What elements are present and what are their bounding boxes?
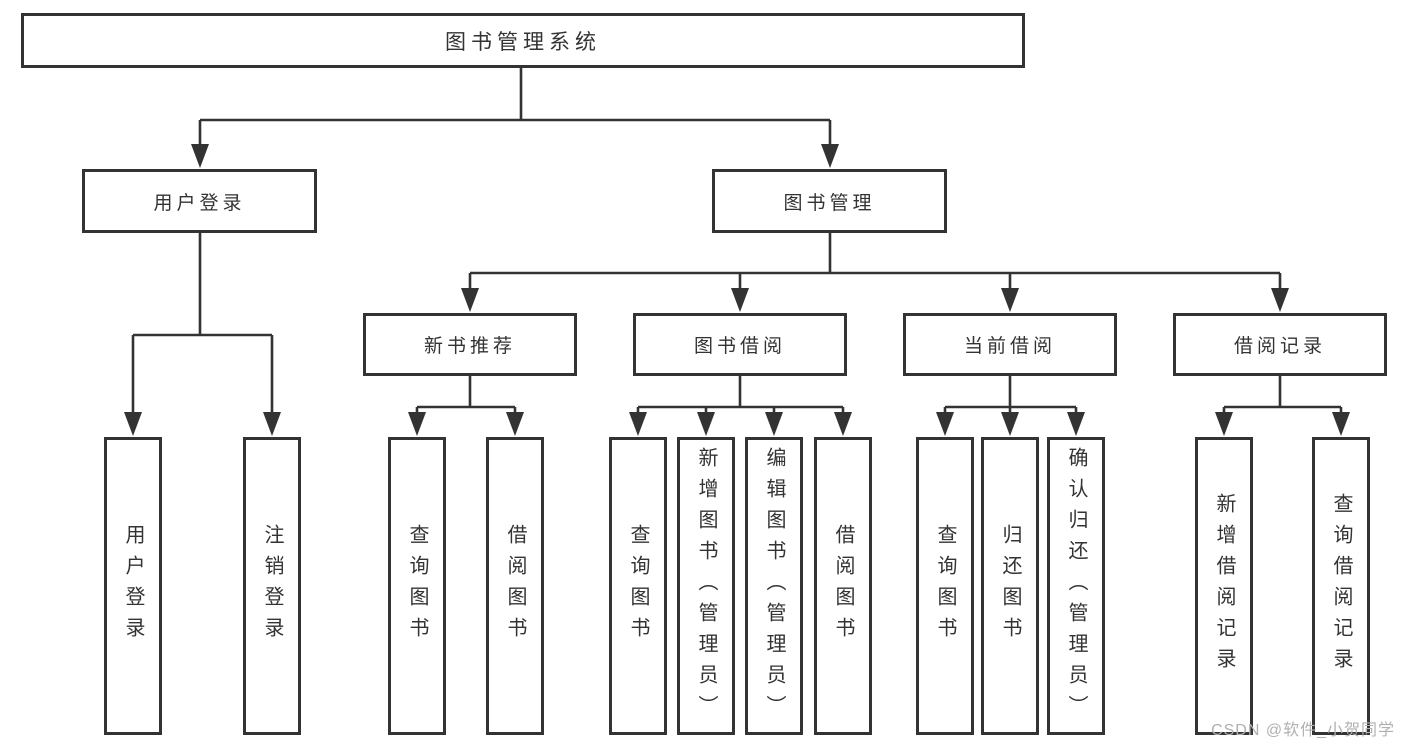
node-label: 确认归还（管理员）	[1065, 446, 1087, 726]
node-borrowing-records: 借阅记录	[1173, 313, 1387, 376]
node-book-borrowing: 图书借阅	[633, 313, 847, 376]
node-label: 归还图书	[999, 524, 1021, 648]
node-book-management: 图书管理	[712, 169, 947, 233]
leaf-logout: 注销登录	[243, 437, 301, 735]
leaf-edit-books-admin: 编辑图书（管理员）	[745, 437, 803, 735]
node-label: 图书管理	[783, 192, 876, 214]
leaf-query-borrow-record: 查询借阅记录	[1312, 437, 1370, 735]
leaf-user-login: 用户登录	[104, 437, 162, 735]
node-label: 新增图书（管理员）	[695, 446, 717, 726]
leaf-current-query-books: 查询图书	[916, 437, 974, 735]
node-label: 图书管理系统	[445, 30, 601, 54]
csdn-watermark: CSDN @软件_小贺同学	[1211, 722, 1395, 739]
node-current-borrowing: 当前借阅	[903, 313, 1117, 376]
node-label: 查询图书	[627, 524, 649, 648]
leaf-borrowing-borrow-books: 借阅图书	[814, 437, 872, 735]
node-label: 借阅图书	[832, 524, 854, 648]
leaf-borrowing-query-books: 查询图书	[609, 437, 667, 735]
node-label: 查询图书	[934, 524, 956, 648]
leaf-recommend-borrow-books: 借阅图书	[486, 437, 544, 735]
node-label: 查询图书	[406, 524, 428, 648]
node-label: 注销登录	[261, 524, 283, 648]
node-label: 查询借阅记录	[1330, 493, 1352, 679]
leaf-add-books-admin: 新增图书（管理员）	[677, 437, 735, 735]
node-library-system-root: 图书管理系统	[21, 13, 1025, 68]
node-label: 借阅图书	[504, 524, 526, 648]
leaf-recommend-query-books: 查询图书	[388, 437, 446, 735]
node-label: 图书借阅	[693, 336, 786, 357]
node-label: 编辑图书（管理员）	[763, 446, 785, 726]
node-label: 用户登录	[153, 192, 246, 214]
leaf-confirm-return-admin: 确认归还（管理员）	[1047, 437, 1105, 735]
node-new-book-recommendation: 新书推荐	[363, 313, 577, 376]
leaf-add-borrow-record: 新增借阅记录	[1195, 437, 1253, 735]
node-label: 用户登录	[122, 524, 144, 648]
node-label: 新书推荐	[423, 336, 516, 357]
node-label: 当前借阅	[963, 336, 1056, 357]
node-label: 借阅记录	[1233, 336, 1326, 357]
leaf-return-books: 归还图书	[981, 437, 1039, 735]
node-user-login: 用户登录	[82, 169, 317, 233]
node-label: 新增借阅记录	[1213, 493, 1235, 679]
